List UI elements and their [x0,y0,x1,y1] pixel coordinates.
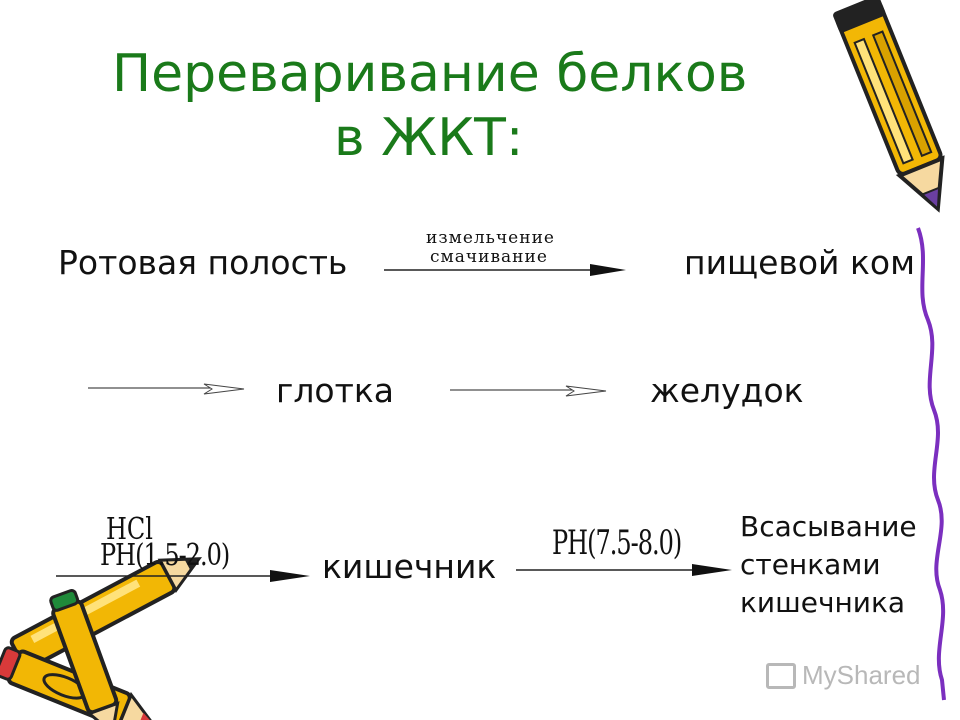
arrow-intestine-to-absorption [516,564,732,576]
node-absorption-line-1: Всасывание [740,510,917,543]
edge-label-moistening: смачивание [430,247,548,267]
arrow-oral-to-bolus [384,264,626,276]
node-food-bolus: пищевой ком [684,243,915,282]
node-absorption: Всасывание стенками кишечника [740,508,917,622]
node-oral-cavity: Ротовая полость [58,243,348,282]
title-line-1: Переваривание белков [112,44,748,104]
node-stomach: желудок [650,371,804,410]
edge-label-ph-stomach: PH(1.5-2.0) [100,537,230,573]
watermark-text: MyShared [802,660,921,690]
watermark: MyShared [766,660,921,691]
pencil-top-right [833,0,945,213]
arrow-stomach-to-intestine [56,570,310,582]
title-line-2: в ЖКТ: [334,108,524,168]
arrow-bolus-to-pharynx [88,383,245,395]
presentation-icon [766,662,796,689]
edge-label-grinding: измельчение [426,228,555,248]
edge-label-ph-intestine: PH(7.5-8.0) [552,523,682,563]
node-absorption-line-3: кишечника [740,586,906,619]
arrow-pharynx-to-stomach [450,385,607,397]
node-absorption-line-2: стенками [740,548,881,581]
node-intestine: кишечник [322,547,497,586]
squiggle-line [916,227,946,701]
edge-label-hcl: HCl [106,511,153,547]
pencil-bottom-left-3 [49,589,120,720]
node-pharynx: глотка [276,371,394,410]
